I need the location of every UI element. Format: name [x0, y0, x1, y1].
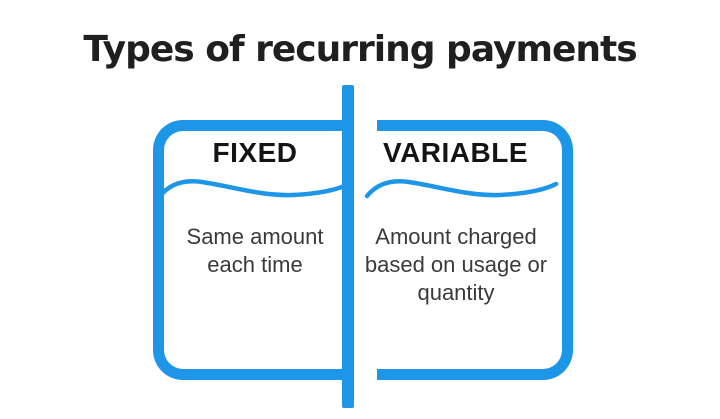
- infographic-title: Types of recurring payments: [83, 29, 637, 70]
- variable-description: Amount charged based on usage or quantit…: [358, 223, 554, 307]
- fixed-description-line: Same amount: [186, 224, 324, 249]
- variable-box: [377, 120, 573, 380]
- variable-description-line: Amount charged: [375, 224, 537, 249]
- divider-line: [342, 85, 354, 408]
- variable-description-line: quantity: [417, 280, 495, 305]
- fixed-box: [153, 120, 354, 380]
- variable-heading: VARIABLE: [382, 137, 529, 168]
- fixed-description-line: each time: [207, 252, 303, 277]
- fixed-heading: FIXED: [212, 137, 298, 168]
- variable-description-line: based on usage or: [364, 252, 548, 277]
- wave-underline-icon: [157, 179, 352, 199]
- fixed-description: Same amount each time: [160, 223, 350, 279]
- wave-underline-icon: [364, 179, 559, 199]
